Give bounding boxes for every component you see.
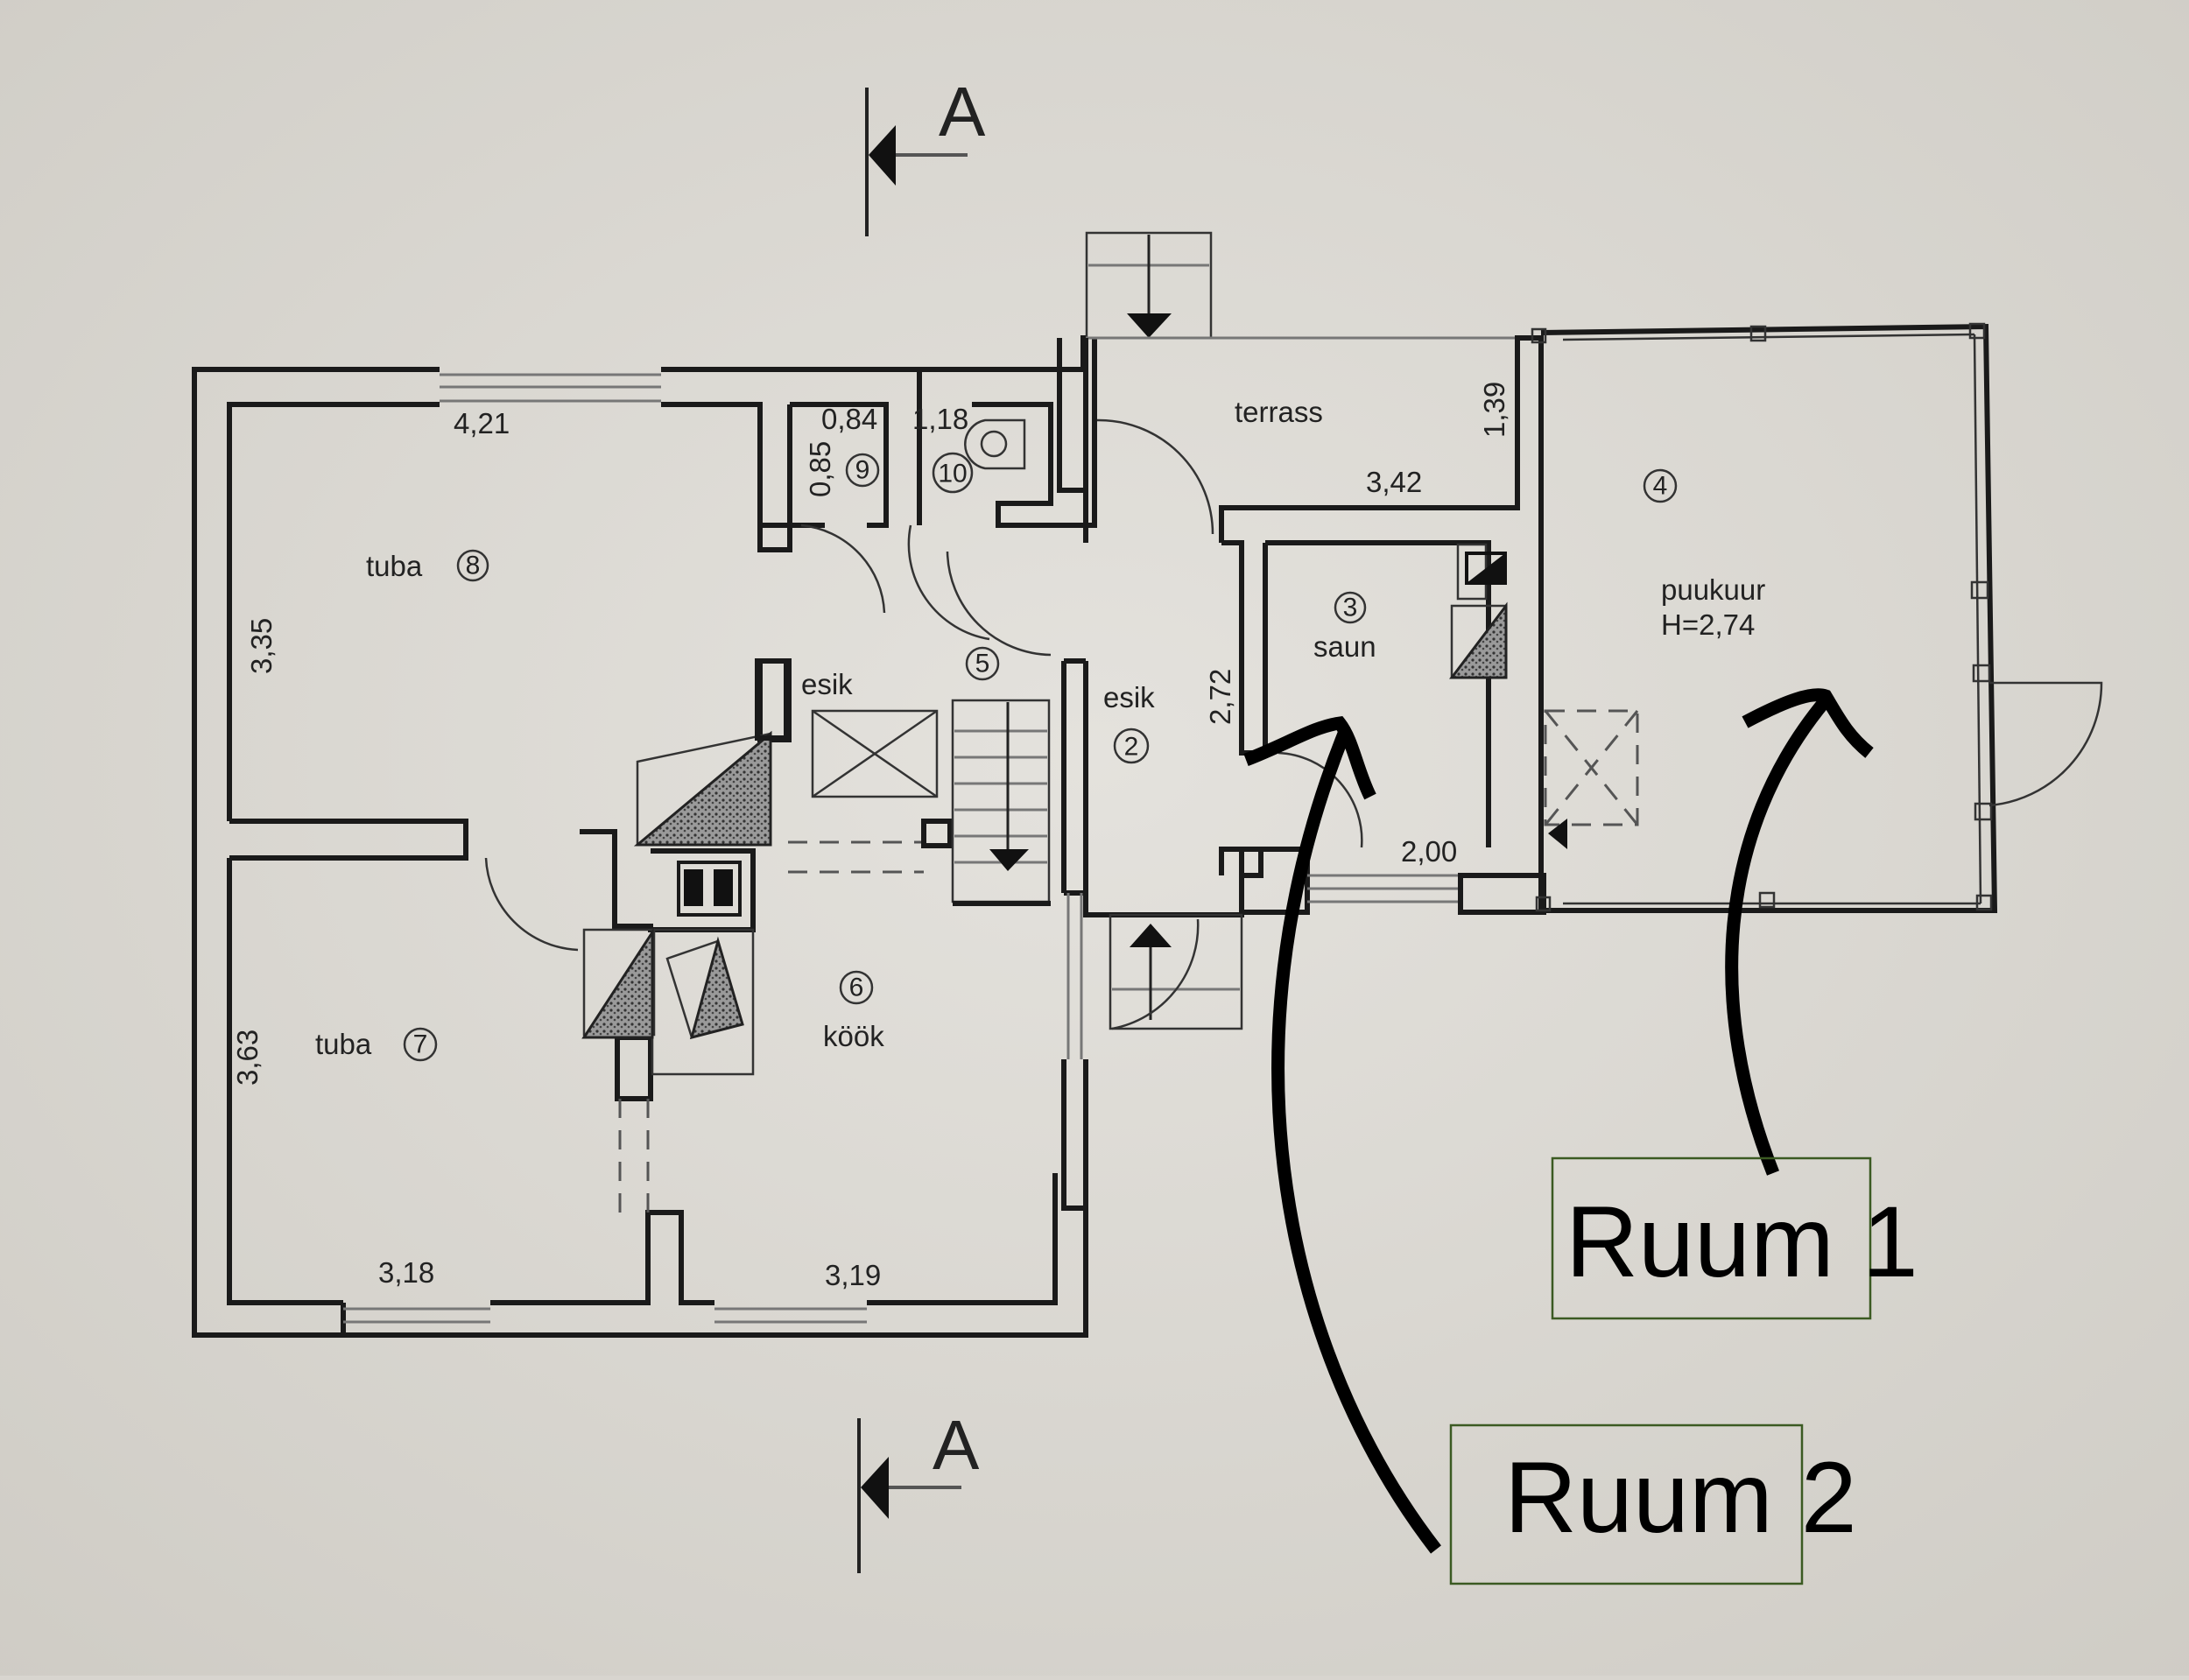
room-7-name: tuba [315, 1028, 372, 1060]
section-marker-bottom: A [857, 1406, 980, 1573]
woodshed-block [1531, 322, 2103, 913]
room-6-name: köök [823, 1020, 884, 1052]
dim-tuba7-width: 3,18 [378, 1256, 434, 1289]
section-label-top: A [939, 73, 986, 151]
room-7-number: 7 [413, 1030, 428, 1059]
room-labels: tuba 8 tuba 7 9 10 esik 5 6 köök esik 2 … [315, 396, 1765, 1062]
room-2-number: 2 [1124, 733, 1139, 762]
room-8-number: 8 [466, 552, 481, 580]
dim-tuba8-depth: 3,35 [245, 618, 278, 674]
entry-arrow-down-icon [1127, 313, 1172, 338]
dim-tuba8-width: 4,21 [454, 407, 510, 439]
room-4-height: H=2,74 [1661, 608, 1755, 641]
room-3-number: 3 [1343, 594, 1358, 622]
room-4-name: puukuur [1661, 573, 1765, 606]
callout-ruum2-label: Ruum 2 [1504, 1442, 1857, 1554]
dim-tuba7-depth: 3,63 [231, 1030, 264, 1086]
room-2-name: esik [1103, 681, 1155, 713]
annotation-arrow-ruum2 [1243, 715, 1441, 1554]
entry-arrow-up-icon [1130, 924, 1172, 947]
dim-room9-width: 0,84 [821, 403, 877, 435]
terrace-and-sauna-block [484, 335, 1546, 1030]
terrace-name: terrass [1235, 396, 1323, 428]
stairs-arrow-down-icon [989, 849, 1029, 871]
room-8-name: tuba [366, 550, 423, 582]
callout-ruum1-label: Ruum 1 [1566, 1186, 1918, 1298]
dim-room9-depth: 0,85 [804, 441, 836, 497]
dim-esik2-depth: 2,72 [1204, 669, 1236, 725]
room-5-number: 5 [975, 650, 990, 678]
dim-terrace-width: 3,42 [1366, 466, 1422, 498]
callout-ruum1: Ruum 1 [1551, 1156, 1918, 1320]
woodshed-door-swing [1988, 681, 2103, 807]
dim-saun-width: 2,00 [1401, 835, 1457, 868]
annotation-arrow-ruum1 [1725, 688, 1874, 1176]
dimension-labels: 4,21 3,35 0,84 0,85 1,18 3,42 1,39 2,72 … [231, 382, 1510, 1291]
room-10-number: 10 [938, 460, 967, 489]
room-5-name: esik [801, 668, 853, 700]
room-6-number: 6 [849, 974, 864, 1002]
dim-terrace-depth: 1,39 [1478, 382, 1510, 438]
dim-room10-width: 1,18 [912, 403, 968, 435]
room-4-number: 4 [1653, 472, 1668, 501]
callout-ruum2: Ruum 2 [1449, 1423, 1857, 1585]
room-3-name: saun [1313, 630, 1376, 663]
woodshed-stairs-arrow-icon [1548, 819, 1567, 849]
room-9-number: 9 [855, 456, 870, 485]
dim-kook-width: 3,19 [825, 1259, 881, 1291]
section-label-bottom: A [933, 1406, 980, 1484]
section-marker-top: A [865, 73, 986, 236]
interior-walls [229, 338, 1097, 1213]
